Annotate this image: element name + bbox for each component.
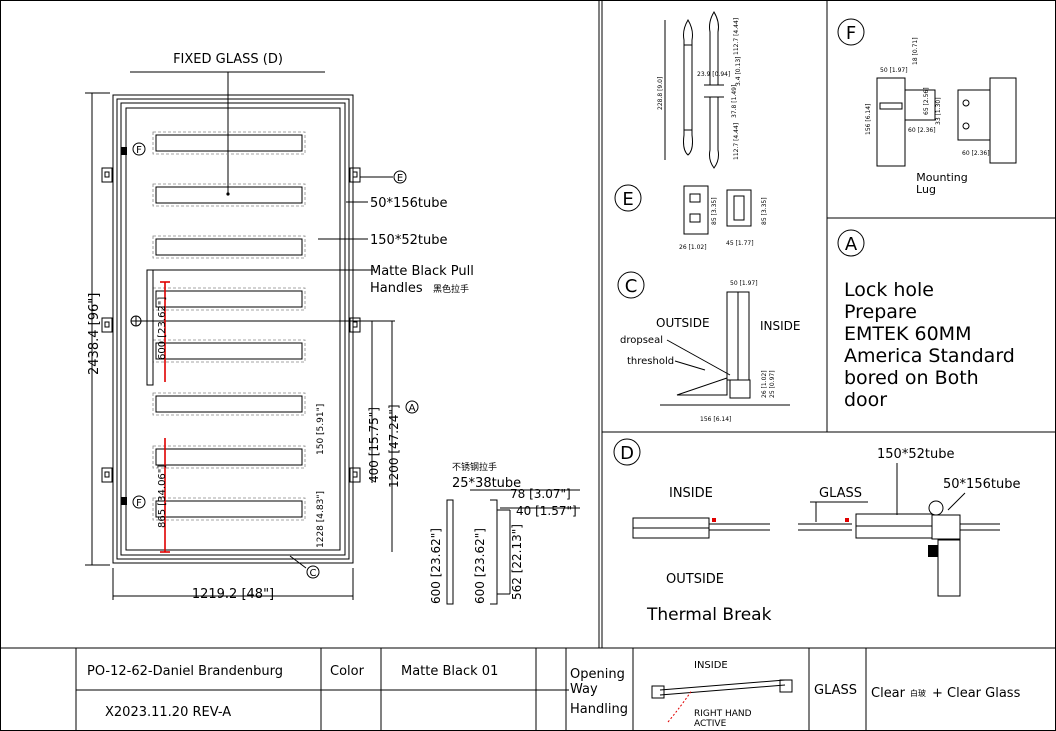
detail-c-label: C (625, 276, 638, 297)
note-line-5: bored on Both (844, 367, 979, 389)
svg-text:112.7 [4.44]: 112.7 [4.44] (733, 18, 740, 55)
detail-c: C OUTSIDE INSIDE 50 [1.97] dropseal thre… (617, 271, 801, 423)
glass-value-b: + Clear Glass (932, 686, 1021, 701)
svg-text:23.9 [0.94]: 23.9 [0.94] (697, 71, 730, 78)
detail-hinge: 228.8 [9.0] 112.7 [4.44] 23.9 [0.94] 3.4… (657, 11, 742, 169)
opening-label-1: Opening (570, 667, 625, 682)
detail-d-label: D (620, 443, 634, 464)
note-line-1: Lock hole (844, 279, 934, 301)
svg-text:25 [0.97]: 25 [0.97] (769, 370, 776, 398)
svg-text:85 [3.35]: 85 [3.35] (761, 197, 768, 225)
door-frame-outer (112, 94, 354, 564)
detail-f-label: F (846, 23, 856, 44)
svg-text:45 [1.77]: 45 [1.77] (726, 240, 754, 247)
handle-note-cn: 不锈钢拉手 (452, 461, 497, 473)
tube-50-label: 50*156tube (370, 196, 447, 211)
handle-side-view (446, 499, 454, 605)
svg-text:26 [1.02]: 26 [1.02] (761, 370, 768, 398)
dim-1228: 1228 [4.83"] (316, 491, 326, 548)
svg-text:50 [1.97]: 50 [1.97] (730, 280, 758, 287)
detail-c-inside: INSIDE (760, 319, 801, 333)
dim-600-a: 600 [23.62"] (429, 528, 443, 604)
svg-text:50 [1.97]: 50 [1.97] (880, 67, 908, 74)
thermal-break-label: Thermal Break (646, 605, 772, 625)
mounting-lug-caption-1: Mounting (916, 171, 968, 184)
detail-d-tube-a: 50*156tube (943, 477, 1020, 492)
handle-tube-label: 25*38tube (452, 476, 521, 491)
po-number: PO-12-62-Daniel Brandenburg (87, 664, 283, 679)
dropseal-label: dropseal (620, 335, 663, 346)
dim-1200: 1200 [47.24"] (387, 404, 401, 488)
svg-text:65 [2.56]: 65 [2.56] (923, 87, 930, 115)
detail-d-glass: GLASS (819, 486, 862, 501)
note-line-6: door (844, 389, 887, 411)
svg-text:156 [6.14]: 156 [6.14] (700, 416, 731, 423)
dim-865-red: 865 [34.06"] (157, 465, 168, 528)
detail-a-label: A (845, 234, 858, 255)
swing-note-2: ACTIVE (694, 719, 727, 729)
title-block: PO-12-62-Daniel Brandenburg X2023.11.20 … (75, 648, 1021, 731)
callout-f-top: F (136, 145, 142, 156)
callout-a: A (409, 403, 416, 414)
dim-400: 400 [15.75"] (367, 407, 381, 483)
mounting-lug-caption-2: Lug (916, 183, 936, 196)
glass-cn: 白玻 (910, 688, 926, 698)
threshold-label: threshold (627, 356, 674, 367)
dim-height: 2438.4 [96"] (87, 293, 102, 375)
detail-e: E 85 [3.35] 26 [1.02] 45 [1.77] 85 [3.35… (614, 184, 768, 251)
detail-d-outside: OUTSIDE (666, 572, 724, 587)
dim-150: 150 [5.91"] (316, 404, 326, 455)
svg-text:85 [3.35]: 85 [3.35] (711, 197, 718, 225)
svg-text:228.8 [9.0]: 228.8 [9.0] (657, 77, 664, 110)
detail-d: D 150*52tube 50*156tube INSIDE GLASS OUT… (613, 438, 1020, 625)
fixed-glass-label: FIXED GLASS (D) (173, 52, 283, 67)
svg-text:37.8 [1.49]: 37.8 [1.49] (731, 85, 738, 118)
svg-text:60 [2.36]: 60 [2.36] (962, 150, 990, 157)
detail-e-label: E (622, 189, 633, 210)
pull-handle (146, 269, 154, 386)
detail-d-inside: INSIDE (669, 486, 713, 501)
tube-150-label: 150*52tube (370, 233, 447, 248)
note-line-2: Prepare (844, 301, 917, 323)
handle-front-view (490, 499, 498, 605)
callout-e: E (397, 173, 403, 184)
callout-c: C (310, 568, 317, 579)
svg-text:26 [1.02]: 26 [1.02] (679, 244, 707, 251)
dim-600-red: 600 [23.62"] (157, 297, 168, 360)
dim-562: 562 [22.13"] (510, 524, 524, 600)
svg-text:156 [6.14]: 156 [6.14] (865, 104, 872, 135)
handles-label-2: Handles (370, 281, 423, 296)
revision: X2023.11.20 REV-A (105, 705, 231, 720)
swing-inside: INSIDE (694, 660, 728, 671)
glass-label: GLASS (814, 683, 857, 698)
door-elevation: FIXED GLASS (D) 600 [23.62 (85, 52, 580, 605)
dim-width: 1219.2 [48"] (192, 587, 274, 602)
detail-f: F 50 [1.97] 18 [0.71] 156 [6.14] 65 [2.5… (837, 18, 1017, 196)
dim-78: 78 [3.07"] (510, 487, 571, 501)
color-label: Color (330, 664, 365, 679)
glass-value-a: Clear (871, 686, 906, 701)
detail-a: A Lock hole Prepare EMTEK 60MM America S… (837, 229, 1015, 411)
note-line-3: EMTEK 60MM (844, 323, 971, 345)
opening-label-3: Handling (570, 702, 628, 717)
handles-label-1: Matte Black Pull (370, 264, 474, 279)
svg-text:33 [1.30]: 33 [1.30] (935, 97, 942, 125)
dim-40: 40 [1.57"] (516, 504, 577, 518)
svg-text:3.4 [0.13]: 3.4 [0.13] (735, 57, 742, 87)
handles-label-cn: 黑色拉手 (433, 283, 469, 295)
detail-d-tube-b: 150*52tube (877, 447, 954, 462)
door-leaf (125, 107, 341, 551)
glass-slots (152, 131, 306, 521)
swing-note-1: RIGHT HAND (694, 709, 752, 719)
dim-600-b: 600 [23.62"] (473, 528, 487, 604)
callout-f-bottom: F (136, 498, 142, 509)
svg-text:112.7 [4.44]: 112.7 [4.44] (733, 123, 740, 160)
detail-c-outside: OUTSIDE (656, 316, 710, 330)
color-value: Matte Black 01 (401, 664, 498, 679)
svg-text:18 [0.71]: 18 [0.71] (912, 37, 919, 65)
note-line-4: America Standard (844, 345, 1015, 367)
opening-label-2: Way (570, 682, 598, 697)
svg-text:60 [2.36]: 60 [2.36] (908, 127, 936, 134)
